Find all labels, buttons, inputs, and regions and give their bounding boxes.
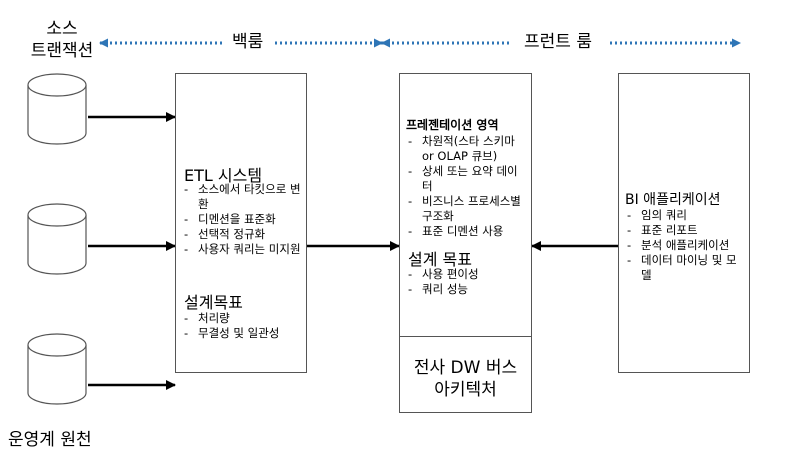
bi-item-list: 임의 쿼리 표준 리포트 분석 애플리케이션 데이터 마이닝 및 모델 <box>627 208 745 283</box>
etl-title: ETL 시스템 <box>184 166 263 185</box>
enterprise-dw-bus-label: 전사 DW 버스 아키텍처 <box>413 358 518 400</box>
operational-source-label: 운영계 원천 <box>8 430 92 450</box>
list-item: 상세 또는 요약 데이터 <box>408 164 528 194</box>
list-item: 분석 애플리케이션 <box>627 238 745 253</box>
list-item: 차원적(스타 스키마 or OLAP 큐브) <box>408 134 528 164</box>
etl-item-list: 소스에서 타킷으로 변환 디멘션을 표준화 선택적 정규화 사용자 쿼리는 미지… <box>184 182 302 257</box>
presentation-item-list: 차원적(스타 스키마 or OLAP 큐브) 상세 또는 요약 데이터 비즈니스… <box>408 134 528 239</box>
list-item: 선택적 정규화 <box>184 227 302 242</box>
list-item: 사용 편이성 <box>408 267 528 282</box>
frontroom-label: 프런트 룸 <box>524 32 592 52</box>
presentation-divider <box>400 336 531 337</box>
database-cylinder-1 <box>27 73 87 145</box>
list-item: 임의 쿼리 <box>627 208 745 223</box>
presentation-title: 프레젠테이션 영역 <box>406 118 499 132</box>
presentation-goal-title: 설계 목표 <box>408 250 472 269</box>
list-item: 비즈니스 프로세스별 구조화 <box>408 194 528 224</box>
list-item: 소스에서 타킷으로 변환 <box>184 182 302 212</box>
list-item: 쿼리 성능 <box>408 282 528 297</box>
list-item: 표준 리포트 <box>627 223 745 238</box>
etl-system-box: ETL 시스템 소스에서 타킷으로 변환 디멘션을 표준화 선택적 정규화 사용… <box>175 73 307 373</box>
list-item: 표준 디멘션 사용 <box>408 224 528 239</box>
source-transaction-label: 소스 트랜잭션 <box>30 19 94 61</box>
list-item: 데이터 마이닝 및 모델 <box>627 253 745 283</box>
etl-goal-list: 처리량 무결성 및 일관성 <box>184 311 302 341</box>
bi-title: BI 애플리케이션 <box>625 192 721 208</box>
bi-application-box: BI 애플리케이션 임의 쿼리 표준 리포트 분석 애플리케이션 데이터 마이닝… <box>618 73 750 373</box>
list-item: 사용자 쿼리는 미지원 <box>184 242 302 257</box>
backroom-label: 백룸 <box>232 32 264 52</box>
database-cylinder-2 <box>27 203 87 275</box>
etl-goal-title: 설계목표 <box>184 293 243 312</box>
list-item: 무결성 및 일관성 <box>184 326 302 341</box>
list-item: 디멘션을 표준화 <box>184 212 302 227</box>
list-item: 처리량 <box>184 311 302 326</box>
database-cylinder-3 <box>27 333 87 405</box>
presentation-goal-list: 사용 편이성 쿼리 성능 <box>408 267 528 297</box>
presentation-area-box: 프레젠테이션 영역 차원적(스타 스키마 or OLAP 큐브) 상세 또는 요… <box>399 73 532 413</box>
